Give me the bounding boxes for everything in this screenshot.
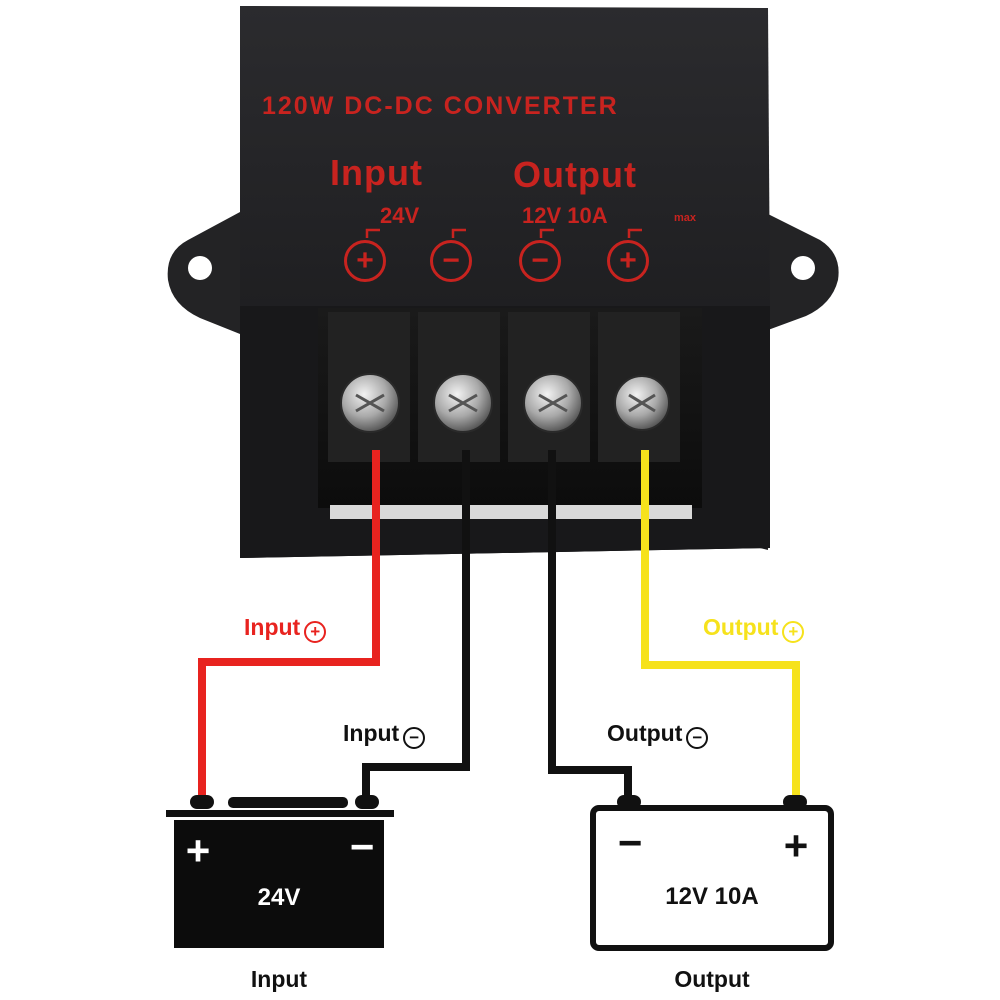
output-battery-rating: 12V 10A [665, 883, 759, 910]
output-positive-label: Output+ [703, 614, 805, 643]
converter-input-heading: Input [330, 152, 423, 193]
input-negative-wire [362, 450, 470, 800]
output-negative-label: Output− [607, 720, 709, 749]
output-negative-label-text: Output [607, 720, 683, 746]
input-battery-voltage: 24V [257, 884, 301, 911]
converter-input-voltage: 24V [380, 203, 420, 228]
minus-circle-icon: − [403, 727, 426, 749]
terminal-input-positive-icon: + [344, 240, 386, 282]
input-negative-label: Input− [343, 720, 426, 749]
converter-output-rating: 12V 10A [522, 203, 608, 228]
output-positive-wire [641, 450, 800, 800]
converter-output-max: max [674, 212, 697, 224]
terminal-marks [365, 228, 642, 238]
plus-circle-icon: + [782, 621, 805, 643]
input-positive-wire [198, 450, 380, 800]
output-battery-positive-sign: + [783, 822, 809, 869]
minus-circle-icon: − [686, 727, 709, 749]
terminal-output-negative-icon: − [519, 240, 561, 282]
input-positive-label-text: Input [244, 614, 301, 640]
plus-circle-icon: + [304, 621, 327, 643]
output-battery [590, 795, 834, 951]
output-battery-caption: Output [674, 966, 750, 992]
input-battery-positive-sign: + [185, 827, 211, 874]
input-battery-caption: Input [250, 966, 308, 992]
input-battery [166, 795, 394, 948]
output-positive-label-text: Output [703, 614, 779, 640]
converter-title: 120W DC-DC CONVERTER [262, 92, 619, 120]
input-battery-negative-sign: − [349, 823, 375, 870]
mounting-flange-top-right [768, 214, 839, 330]
terminal-input-negative-icon: − [430, 240, 472, 282]
input-positive-label: Input+ [244, 614, 327, 643]
terminal-screws [340, 373, 670, 433]
output-battery-negative-sign: − [617, 819, 643, 866]
converter-output-heading: Output [513, 154, 637, 195]
mounting-flange-top-left [167, 212, 240, 334]
output-negative-wire [548, 450, 632, 800]
input-negative-label-text: Input [343, 720, 400, 746]
terminal-output-positive-icon: + [607, 240, 649, 282]
